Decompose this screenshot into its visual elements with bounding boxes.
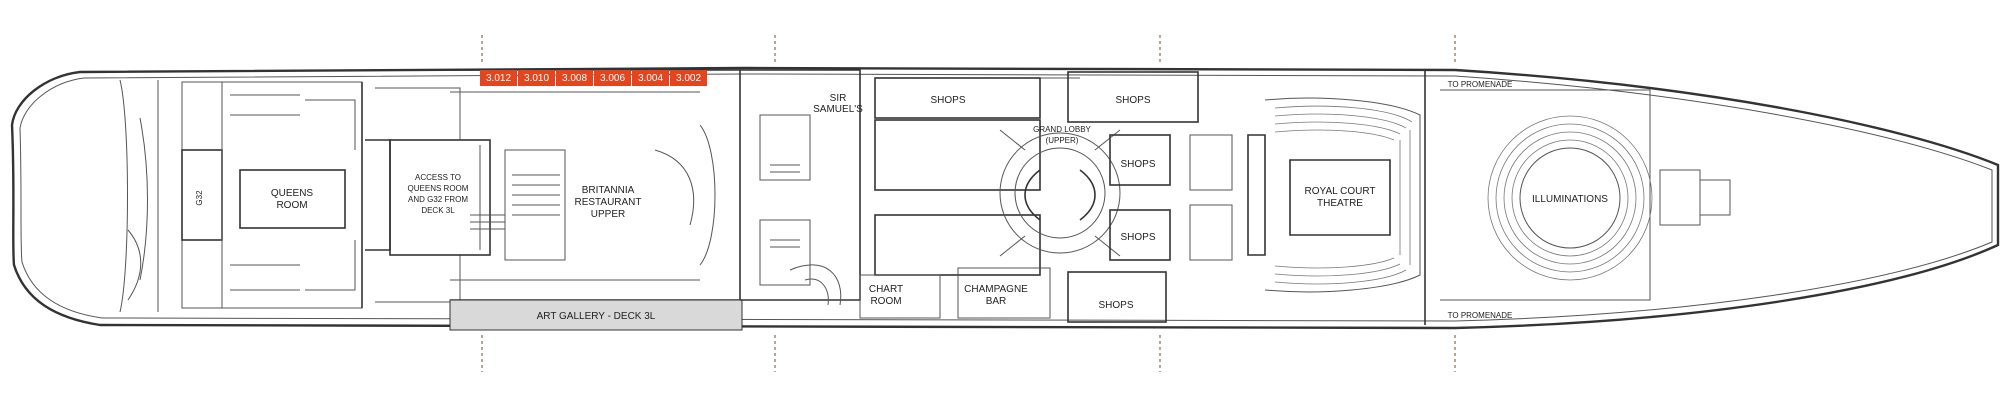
sir-samuels-label-1: SIR [830, 93, 847, 104]
illuminations-label: ILLUMINATIONS [1532, 194, 1608, 205]
chart-room-label-2: ROOM [870, 296, 901, 307]
access-label-1: ACCESS TO [415, 173, 461, 182]
queens-room-label-1: QUEENS [271, 188, 314, 199]
cabin-3.012[interactable] [480, 70, 517, 86]
champagne-bar [957, 267, 1051, 319]
britannia-label-2: RESTAURANT [574, 197, 641, 208]
cabin-3.010[interactable] [518, 70, 555, 86]
cabin-label-3.012: 3.012 [486, 73, 511, 84]
midship-area [740, 69, 861, 306]
grand-lobby-label-1: GRAND LOBBY [1033, 125, 1091, 134]
g32-label: G32 [195, 190, 204, 206]
to-promenade-label-top: TO PROMENADE [1448, 80, 1513, 89]
chart-room-label-1: CHART [869, 284, 903, 295]
cabin-label-3.002: 3.002 [676, 73, 701, 84]
shops-right [1067, 71, 1233, 323]
shops-left [874, 77, 1041, 276]
cabin-row: 3.012 3.010 3.008 3.006 3.004 3.002 [480, 70, 707, 86]
queens-room-label-2: ROOM [276, 200, 307, 211]
grand-lobby [999, 77, 1121, 257]
champagne-bar-label-2: BAR [986, 296, 1007, 307]
chart-room [859, 274, 941, 319]
frame-ticks [481, 35, 1456, 372]
illuminations [1424, 70, 1731, 325]
shops-label-5: SHOPS [1098, 300, 1133, 311]
royal-court-theatre [1247, 97, 1421, 293]
access-label-3: AND G32 FROM [408, 195, 468, 204]
cabin-3.002[interactable] [670, 70, 707, 86]
cabin-label-3.008: 3.008 [562, 73, 587, 84]
champagne-bar-label-1: CHAMPAGNE [964, 284, 1028, 295]
queens-room [221, 81, 363, 309]
access-label-4: DECK 3L [421, 206, 455, 215]
grand-lobby-label-2: (UPPER) [1046, 136, 1079, 145]
cabin-label-3.006: 3.006 [600, 73, 625, 84]
stern-area [119, 79, 223, 313]
cabin-3.004[interactable] [632, 70, 669, 86]
art-gallery-area [449, 299, 743, 331]
shops-label-1: SHOPS [930, 95, 965, 106]
cabin-3.008[interactable] [556, 70, 593, 86]
britannia-label-3: UPPER [591, 209, 625, 220]
royal-court-label-2: THEATRE [1317, 198, 1363, 209]
hull-outline [10, 66, 2000, 330]
shops-label-2: SHOPS [1115, 95, 1150, 106]
hull-inner [19, 73, 1993, 322]
shops-label-3: SHOPS [1120, 159, 1155, 170]
cabin-3.006[interactable] [594, 70, 631, 86]
shops-label-4: SHOPS [1120, 232, 1155, 243]
britannia-label-1: BRITANNIA [582, 185, 635, 196]
royal-court-label-1: ROYAL COURT [1305, 186, 1376, 197]
art-gallery-label: ART GALLERY - DECK 3L [537, 311, 656, 322]
sir-samuels-label-2: SAMUEL'S [813, 104, 863, 115]
cabin-label-3.010: 3.010 [524, 73, 549, 84]
access-label-2: QUEENS ROOM [408, 184, 469, 193]
cabin-label-3.004: 3.004 [638, 73, 663, 84]
to-promenade-label-bottom: TO PROMENADE [1448, 311, 1513, 320]
